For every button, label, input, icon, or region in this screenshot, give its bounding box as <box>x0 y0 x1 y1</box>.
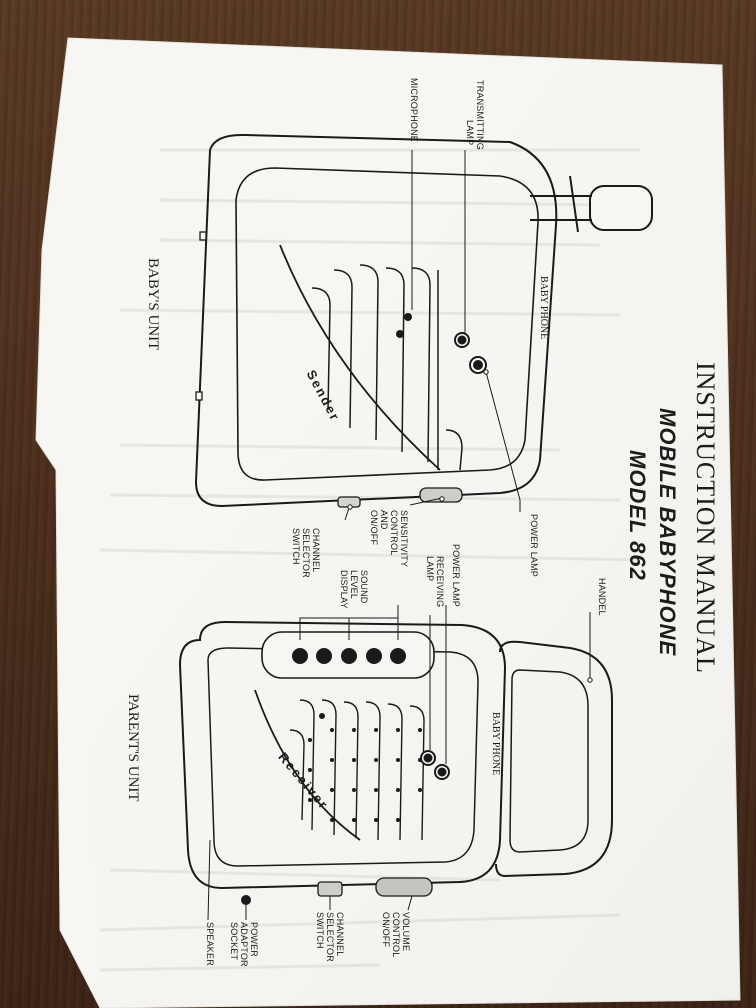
receiver-body <box>178 620 507 890</box>
label-receiver-channel-selector: CHANNEL SELECTOR SWITCH <box>315 912 345 962</box>
model-number: MODEL 862 <box>625 450 650 581</box>
receiver-brand: BABY PHONE <box>490 712 501 776</box>
label-transmitting-lamp: TRANSMITTING LAMP <box>465 80 485 150</box>
label-receiver-power-lamp: POWER LAMP <box>451 544 461 608</box>
sender-drawing <box>194 133 653 521</box>
sender-body <box>194 133 558 508</box>
manual-header: INSTRUCTION MANUAL <box>691 362 720 674</box>
label-handel: HANDEL <box>597 578 607 616</box>
label-microphone: MICROPHONE <box>409 78 419 143</box>
sender-sensitivity-knob <box>419 487 463 503</box>
label-sound-level-display: SOUND LEVEL DISPLAY <box>339 570 369 609</box>
label-speaker: SPEAKER <box>205 922 215 966</box>
sender-antenna <box>589 185 653 231</box>
product-title: MOBILE BABYPHONE <box>655 408 680 657</box>
sender-brand: BABY PHONE <box>538 276 549 340</box>
label-sender-power-lamp: POWER LAMP <box>529 514 539 578</box>
receiver-unit-title: PARENT'S UNIT <box>125 694 141 802</box>
label-volume-control: VOLUME CONTROL ON/OFF <box>381 912 411 958</box>
receiver-channel-switch-knob <box>317 881 343 897</box>
receiver-volume-knob <box>375 877 433 897</box>
label-sensitivity-control: SENSITIVITY CONTROL AND ON/OFF <box>369 510 409 568</box>
receiver-handle <box>495 640 613 878</box>
label-power-adaptor-socket: POWER ADAPTOR SOCKET <box>229 922 259 967</box>
sender-unit-title: BABY'S UNIT <box>145 258 161 351</box>
label-receiving-lamp: RECEIVING LAMP <box>425 556 445 608</box>
label-sender-channel-selector: CHANNEL SELECTOR SWITCH <box>291 528 321 578</box>
receiver-power-socket <box>241 895 251 905</box>
receiver-drawing <box>178 605 613 921</box>
